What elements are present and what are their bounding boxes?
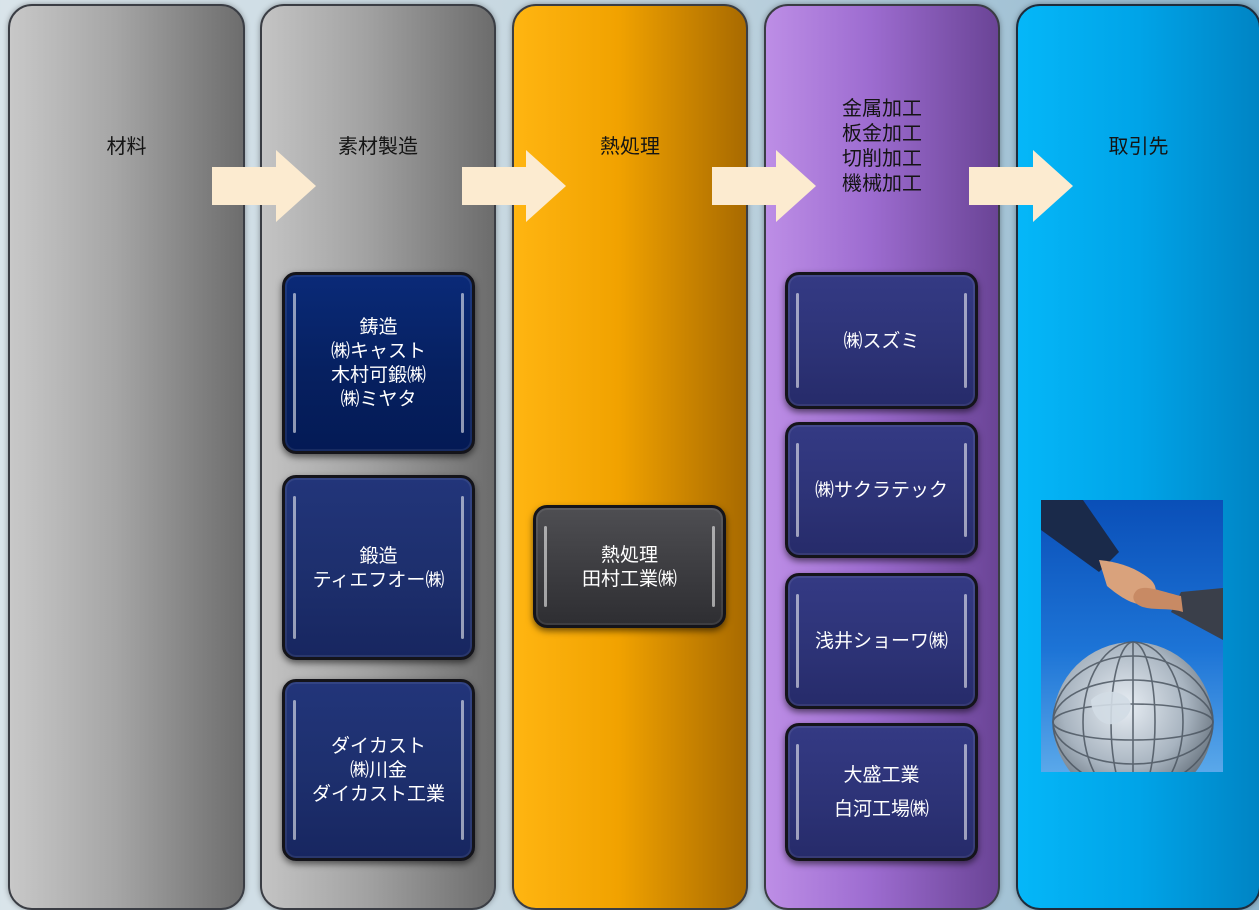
company-box-suzumi: ㈱スズミ	[785, 272, 978, 409]
column-title-material: 材料	[106, 134, 147, 158]
column-title-material-manufacturing: 素材製造	[338, 134, 418, 158]
company-box-taisei-kogyo: 大盛工業 白河工場㈱	[785, 723, 978, 861]
company-box-asai-showa: 浅井ショーワ㈱	[785, 573, 978, 709]
company-box-heat-treatment: 熱処理 田村工業㈱	[533, 505, 726, 628]
company-box-casting: 鋳造 ㈱キャスト 木村可鍛㈱ ㈱ミヤタ	[282, 272, 475, 454]
company-box-sakuratec: ㈱サクラテック	[785, 422, 978, 558]
flow-arrow-1-icon	[212, 150, 316, 222]
flow-arrow-3-icon	[712, 150, 816, 222]
flow-arrow-2-icon	[462, 150, 566, 222]
column-title-metal-processing: 金属加工 板金加工 切削加工 機械加工	[842, 96, 922, 195]
column-title-customers: 取引先	[1108, 134, 1169, 158]
column-customers: 取引先	[1016, 4, 1259, 910]
column-heat-treatment: 熱処理	[512, 4, 748, 910]
column-material: 材料	[8, 4, 245, 910]
company-box-die-casting: ダイカスト ㈱川金 ダイカスト工業	[282, 679, 475, 861]
column-title-heat-treatment: 熱処理	[600, 134, 660, 158]
flow-arrow-4-icon	[969, 150, 1073, 222]
company-box-forging: 鍛造 ティエフオー㈱	[282, 475, 475, 660]
handshake-globe-photo-icon	[1041, 500, 1223, 772]
